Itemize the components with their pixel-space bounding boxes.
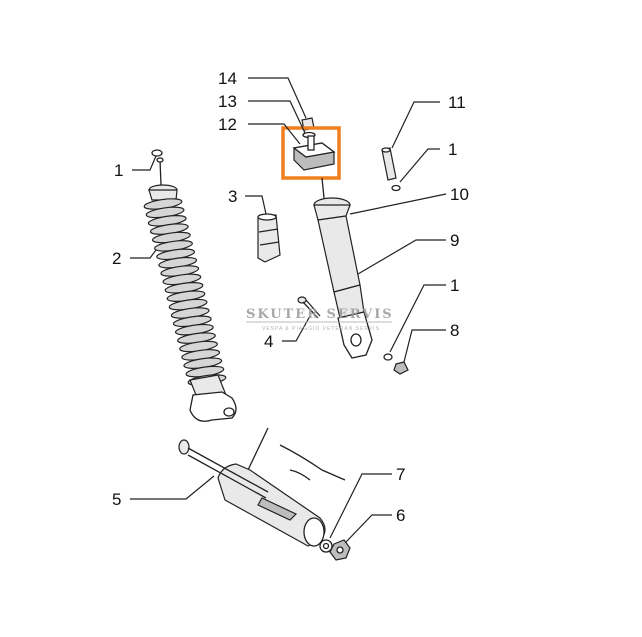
callout-1-top-left: 1 bbox=[114, 161, 123, 180]
swing-arm-frame bbox=[217, 427, 346, 547]
part-8-nut[interactable] bbox=[393, 361, 409, 375]
part-9-damper-body[interactable] bbox=[317, 215, 373, 359]
part-12-rubber-mount[interactable] bbox=[292, 135, 336, 171]
part-3-bump-stop[interactable] bbox=[257, 213, 281, 263]
callout-labels: 14 13 12 11 1 1 10 3 2 9 1 8 4 5 7 6 bbox=[112, 69, 469, 525]
highlight-part-12 bbox=[281, 126, 341, 180]
part-1-washer-top-left[interactable] bbox=[151, 149, 163, 157]
callout-2: 2 bbox=[112, 249, 121, 268]
callout-9: 9 bbox=[450, 231, 459, 250]
callout-8: 8 bbox=[450, 321, 459, 340]
part-7-washer[interactable] bbox=[319, 539, 333, 553]
callout-3: 3 bbox=[228, 187, 237, 206]
watermark-subtitle: VESPA & PIAGGIO VETERAN SERVIS bbox=[262, 326, 380, 332]
callout-7: 7 bbox=[396, 465, 405, 484]
callout-5: 5 bbox=[112, 490, 121, 509]
part-4-bolt[interactable] bbox=[297, 296, 321, 319]
watermark: SKUTER SERVIS VESPA & PIAGGIO VETERAN SE… bbox=[246, 307, 394, 332]
callout-14: 14 bbox=[218, 69, 237, 88]
watermark-title: SKUTER SERVIS bbox=[246, 307, 394, 322]
callout-13: 13 bbox=[218, 92, 237, 111]
part-1-washer-top-right[interactable] bbox=[391, 184, 401, 192]
callout-6: 6 bbox=[396, 506, 405, 525]
part-11-stud[interactable] bbox=[381, 147, 397, 181]
part-6-nut[interactable] bbox=[329, 539, 351, 561]
callout-1-mid-right: 1 bbox=[450, 276, 459, 295]
part-5-long-bolt[interactable] bbox=[178, 439, 269, 499]
part-2-spring-shock[interactable] bbox=[143, 157, 237, 422]
part-1-washer-mid[interactable] bbox=[383, 353, 393, 361]
callout-1-top-right: 1 bbox=[448, 140, 457, 159]
part-10-damper-top[interactable] bbox=[313, 177, 351, 221]
callout-10: 10 bbox=[450, 185, 469, 204]
callout-4: 4 bbox=[264, 332, 273, 351]
spring-coils bbox=[143, 198, 227, 386]
callout-12: 12 bbox=[218, 115, 237, 134]
leader-lines bbox=[130, 77, 447, 543]
callout-11: 11 bbox=[448, 93, 466, 112]
